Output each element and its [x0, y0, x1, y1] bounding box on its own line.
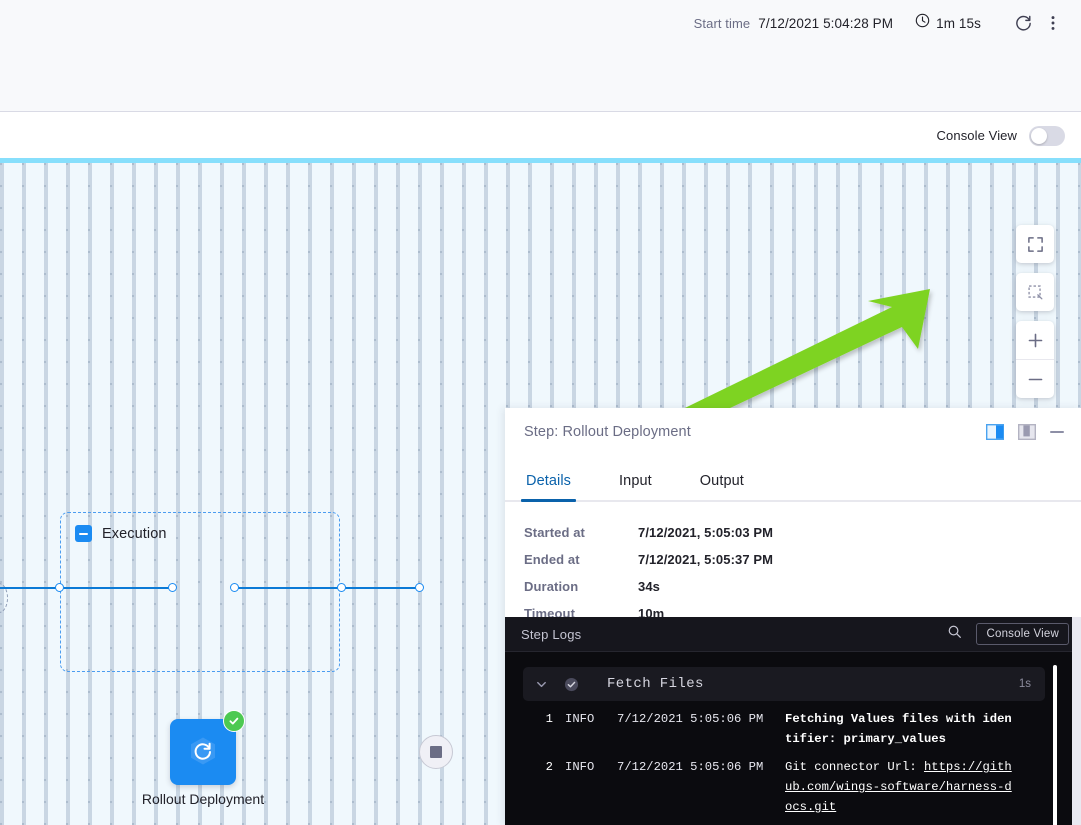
execution-group-label: Execution: [102, 525, 167, 542]
edge-step-to-end: [233, 587, 423, 589]
port-group-left[interactable]: [55, 583, 64, 592]
log-line-timestamp: 7/12/2021 5:05:06 PM: [617, 712, 764, 726]
console-view-control[interactable]: Console View: [937, 113, 1065, 158]
start-time-label: Start time: [693, 15, 751, 31]
log-line-link[interactable]: https://github.com/wings-software/harnes…: [785, 760, 1012, 814]
search-icon: [949, 625, 962, 638]
tab-input[interactable]: Input: [619, 473, 652, 489]
meta-key: Ended at: [524, 552, 580, 567]
log-line-number: 2: [545, 760, 553, 774]
log-line-message-text: Git connector Url:: [785, 760, 924, 774]
kebab-menu-icon: [1051, 16, 1055, 30]
execution-summary-row: Start time 7/12/2021 5:04:28 PM 1m 15s: [694, 6, 1067, 40]
right-edge-strip: [1072, 617, 1081, 825]
console-view-label: Console View: [936, 128, 1017, 143]
table-row: Started at 7/12/2021, 5:05:03 PM: [524, 525, 773, 552]
logs-scrollbar[interactable]: [1053, 665, 1057, 825]
pipeline-graph: Execution Rollout Deployment: [0, 163, 505, 825]
log-line-level: INFO: [565, 712, 595, 726]
step-detail-header: Step: Rollout Deployment: [505, 408, 1081, 460]
start-time-value: 7/12/2021 5:04:28 PM: [758, 15, 894, 31]
panel-right-icon: [985, 423, 1005, 441]
stop-square-icon: [430, 746, 442, 758]
rollout-deployment-icon: [191, 737, 215, 765]
port-end-left[interactable]: [415, 583, 424, 592]
log-line-timestamp: 7/12/2021 5:05:06 PM: [617, 760, 764, 774]
log-section-fetch-files[interactable]: Fetch Files 1s: [523, 667, 1045, 701]
table-row: Duration 34s: [524, 579, 773, 606]
tab-output[interactable]: Output: [699, 473, 744, 489]
panel-right-layout-button[interactable]: [985, 423, 1005, 441]
minimize-panel-button[interactable]: [1050, 431, 1064, 433]
execution-top-bar: Start time 7/12/2021 5:04:28 PM 1m 15s: [0, 0, 1081, 112]
canvas-zoom-controls: [1016, 225, 1054, 398]
meta-key: Started at: [524, 525, 585, 540]
refresh-icon: [1015, 15, 1031, 31]
refresh-button[interactable]: [1009, 9, 1037, 37]
step-logs-title: Step Logs: [521, 626, 582, 642]
selection-crop-icon: [1027, 284, 1042, 299]
step-node-label: Rollout Deployment: [141, 791, 265, 807]
step-detail-title: Step: Rollout Deployment: [524, 424, 691, 440]
log-line-number: 1: [545, 712, 553, 726]
meta-value: 7/12/2021, 5:05:37 PM: [638, 552, 774, 567]
accent-divider-line: [0, 158, 1081, 163]
chevron-down-icon[interactable]: [535, 678, 548, 691]
expand-corners-icon: [1027, 236, 1043, 252]
edge-group-to-step: [60, 587, 173, 589]
zoom-in-out-group: [1016, 321, 1054, 398]
edge-incoming: [0, 587, 60, 589]
zoom-out-button[interactable]: [1016, 360, 1054, 398]
duration-value: 1m 15s: [936, 15, 981, 31]
meta-value: 34s: [638, 579, 660, 594]
meta-key: Duration: [524, 579, 579, 594]
toggle-knob: [1031, 127, 1047, 144]
search-button[interactable]: [947, 624, 962, 644]
log-line-message: Fetching Values files with identifier: p…: [785, 712, 1012, 746]
port-step-right[interactable]: [230, 583, 239, 592]
tab-details[interactable]: Details: [520, 473, 577, 502]
meta-value: 7/12/2021, 5:05:03 PM: [638, 525, 774, 540]
panel-layout-controls: [985, 423, 1064, 441]
log-line: 2 INFO 7/12/2021 5:05:06 PM Git connecto…: [505, 757, 1081, 817]
check-icon: [229, 717, 239, 725]
step-meta-table: Started at 7/12/2021, 5:05:03 PM Ended a…: [524, 525, 773, 633]
log-lines[interactable]: 1 INFO 7/12/2021 5:05:06 PM Fetching Val…: [505, 709, 1081, 825]
log-line-message: Git connector Url: https://github.com/wi…: [785, 757, 1018, 817]
log-section-name: Fetch Files: [607, 676, 704, 692]
clock-icon: [915, 13, 930, 33]
panel-bottom-layout-button[interactable]: [1017, 423, 1037, 441]
fit-to-screen-button[interactable]: [1016, 225, 1054, 263]
minus-icon: [1028, 378, 1042, 380]
execution-group-box[interactable]: Execution: [60, 512, 340, 672]
console-view-bar: Console View: [0, 113, 1081, 158]
section-status-success-icon: [564, 677, 579, 692]
step-detail-body: Started at 7/12/2021, 5:05:03 PM Ended a…: [505, 504, 1081, 633]
step-logs-header: Step Logs Console View: [505, 617, 1081, 652]
zoom-to-selection-button[interactable]: [1016, 273, 1054, 311]
log-line: 1 INFO 7/12/2021 5:05:06 PM Fetching Val…: [505, 709, 1081, 749]
step-logs-actions: Console View: [947, 617, 1069, 651]
table-row: Ended at 7/12/2021, 5:05:37 PM: [524, 552, 773, 579]
execution-group-header[interactable]: Execution: [75, 525, 167, 542]
log-section-duration: 1s: [1018, 678, 1031, 690]
plus-icon: [1028, 333, 1042, 347]
end-node[interactable]: [419, 735, 453, 769]
panel-bottom-icon: [1017, 423, 1037, 441]
more-options-button[interactable]: [1039, 9, 1067, 37]
step-node-rollout-deployment[interactable]: [170, 710, 245, 785]
step-detail-tabs: Details Input Output: [505, 462, 1081, 502]
port-group-right[interactable]: [337, 583, 346, 592]
duration-group: 1m 15s: [915, 13, 981, 33]
step-logs-panel: Step Logs Console View Fetch Files 1s: [505, 617, 1081, 825]
zoom-in-button[interactable]: [1016, 321, 1054, 360]
port-step-left[interactable]: [168, 583, 177, 592]
status-badge-success: [223, 710, 245, 732]
log-line-level: INFO: [565, 760, 595, 774]
logs-console-view-button[interactable]: Console View: [976, 623, 1069, 645]
console-view-toggle[interactable]: [1029, 125, 1065, 146]
collapse-group-icon[interactable]: [75, 525, 92, 542]
